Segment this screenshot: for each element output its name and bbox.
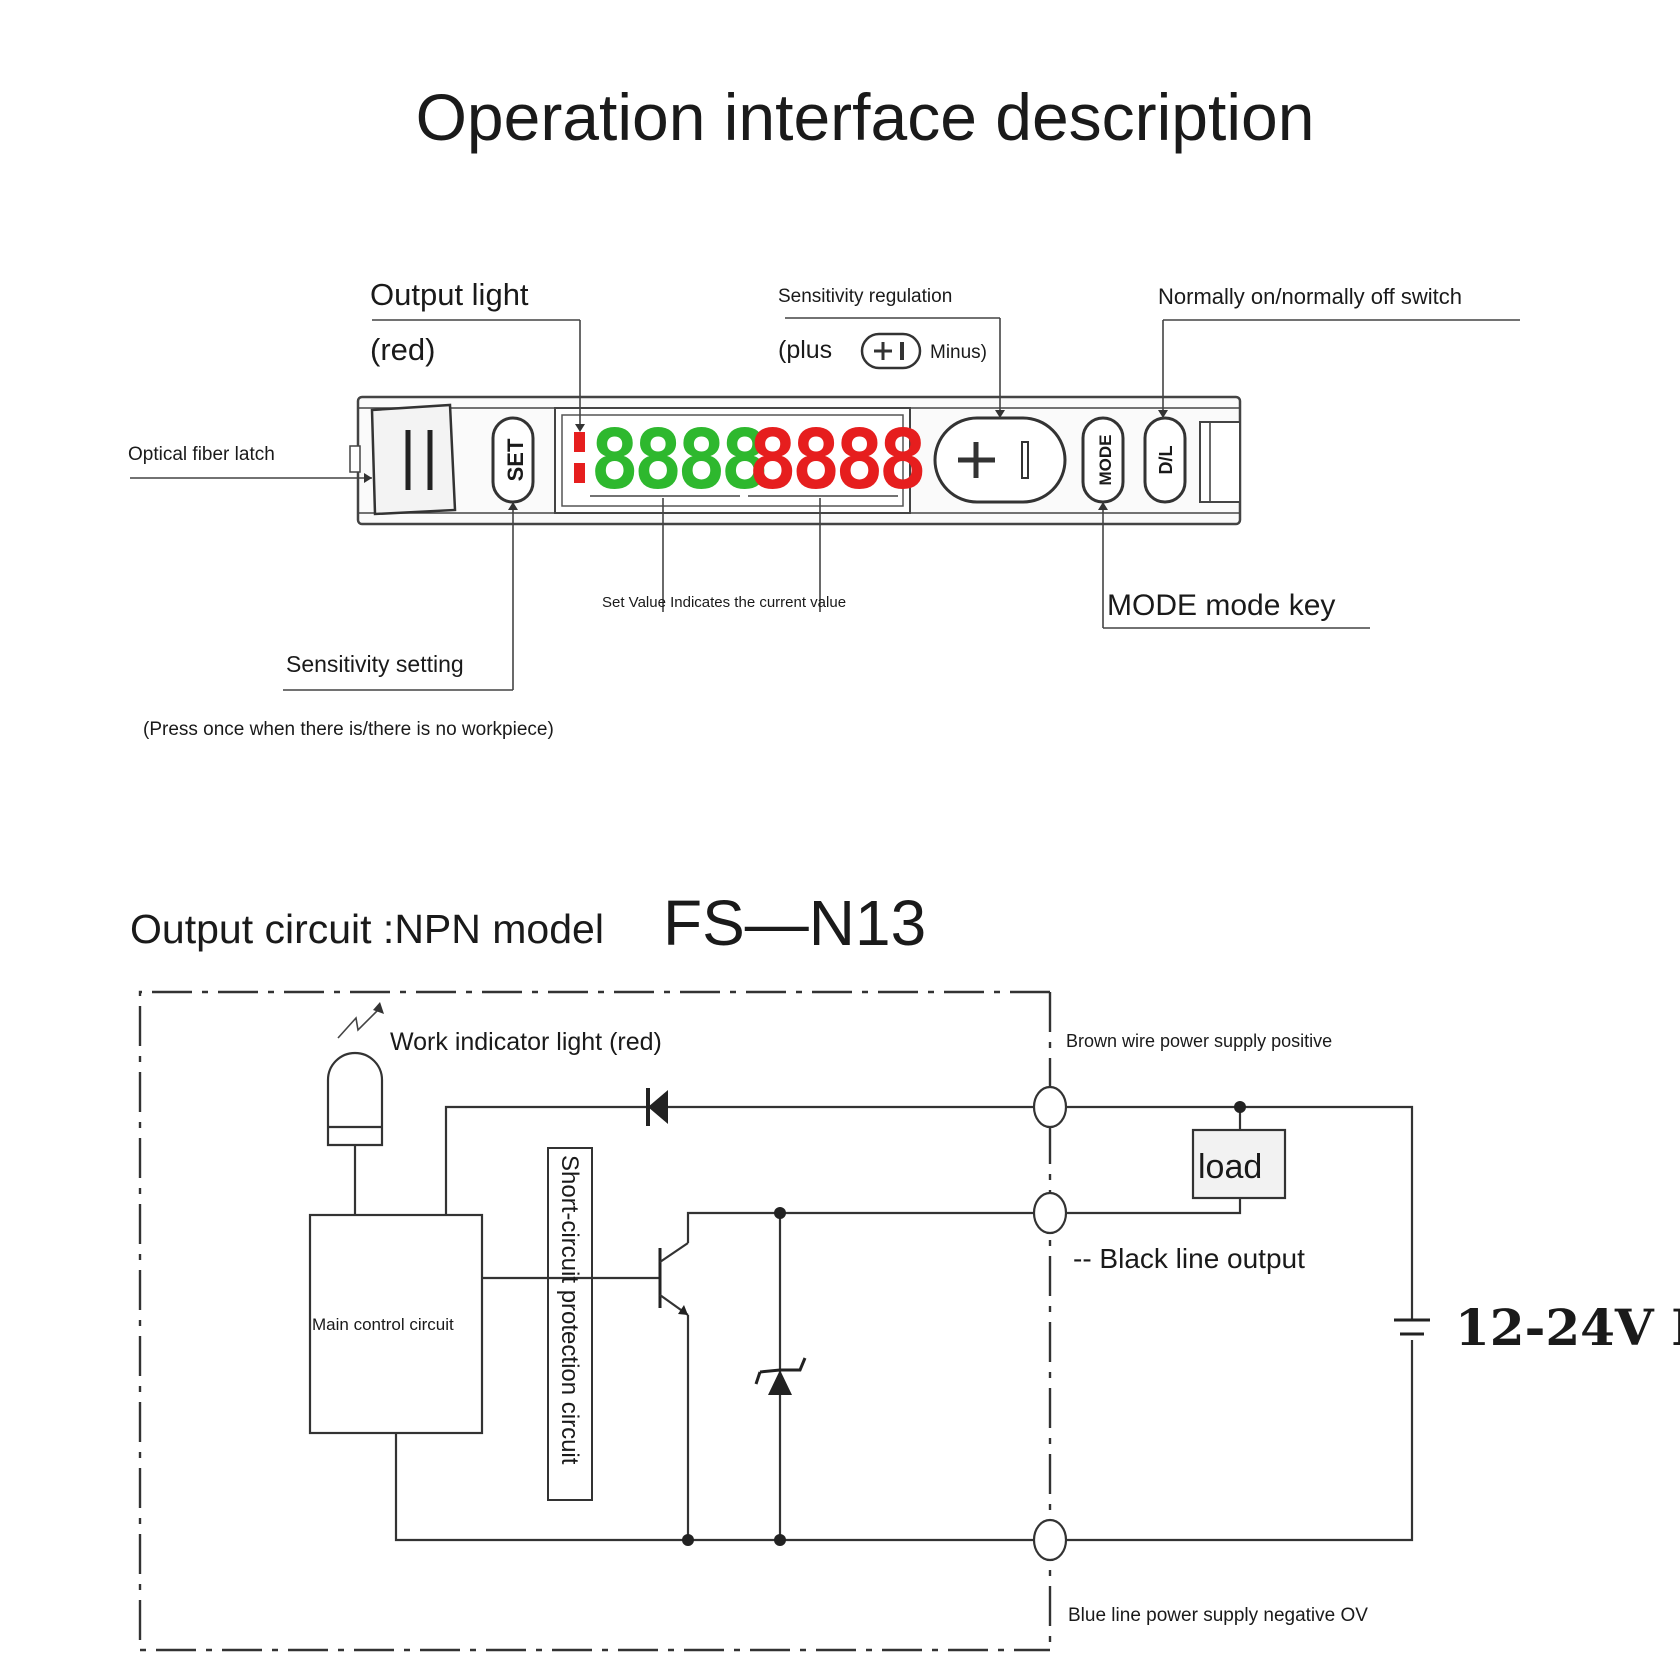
mode-button[interactable]: MODE xyxy=(1081,416,1125,504)
transistor-icon xyxy=(658,1242,689,1316)
main-control-block xyxy=(308,1213,484,1435)
plus-icon[interactable] xyxy=(958,442,995,478)
circuit-heading: Output circuit :NPN model xyxy=(130,906,604,952)
sensor-amplifier-device: SET 8888 8888 MODE xyxy=(349,395,1242,526)
page-title: Operation interface description xyxy=(416,80,1315,154)
plus-minus-legend-icon xyxy=(860,332,922,370)
output-light-indicator-2 xyxy=(574,463,585,483)
black-line-label: -- Black line output xyxy=(1073,1243,1305,1274)
black-terminal xyxy=(1032,1191,1068,1235)
digital-display: 8888 8888 xyxy=(554,407,929,514)
indicator-lamp-icon xyxy=(326,1002,384,1215)
mode-key-label: MODE mode key xyxy=(1107,589,1335,622)
plus-label: (plus xyxy=(778,336,832,364)
diode-icon xyxy=(646,1088,668,1126)
green-set-value-digits: 8888 xyxy=(590,413,765,508)
dc-supply-icon xyxy=(1394,1318,1430,1336)
set-button-label: SET xyxy=(503,438,528,481)
dl-button-label: D/L xyxy=(1156,446,1176,475)
blue-terminal xyxy=(1032,1518,1068,1562)
voltage-label: 12-24V DC xyxy=(1455,1298,1680,1357)
red-current-value-digits: 8888 xyxy=(748,413,923,508)
brown-terminal xyxy=(1032,1085,1068,1129)
set-current-value-label: Set Value Indicates the current value xyxy=(602,594,846,611)
sensitivity-setting-label: Sensitivity setting xyxy=(286,651,464,677)
fiber-latch-label: Optical fiber latch xyxy=(128,444,275,465)
zener-diode-icon xyxy=(754,1357,807,1395)
sensitivity-regulation-label: Sensitivity regulation xyxy=(778,286,952,307)
dl-switch-button[interactable]: D/L xyxy=(1143,416,1187,504)
short-circuit-label: Short-circuit protection circuit xyxy=(556,1155,583,1465)
no-nc-switch-label: Normally on/normally off switch xyxy=(1158,284,1462,309)
plus-minus-rocker[interactable] xyxy=(933,416,1067,504)
set-button[interactable]: SET xyxy=(491,416,535,504)
fiber-latch[interactable] xyxy=(349,403,457,516)
minus-label: Minus) xyxy=(930,342,987,363)
callout-lines xyxy=(130,317,1520,691)
load-block xyxy=(1191,1128,1287,1200)
main-control-label: Main control circuit xyxy=(312,1315,454,1334)
brown-wire-label: Brown wire power supply positive xyxy=(1066,1031,1332,1051)
npn-output-circuit xyxy=(138,990,1430,1652)
sensitivity-setting-note: (Press once when there is/there is no wo… xyxy=(143,719,554,740)
output-light-indicator xyxy=(574,432,585,452)
minus-icon[interactable] xyxy=(1021,441,1029,479)
mode-button-label: MODE xyxy=(1096,435,1115,486)
work-indicator-label: Work indicator light (red) xyxy=(390,1028,662,1056)
blue-line-label: Blue line power supply negative OV xyxy=(1068,1605,1368,1626)
output-light-color-label: (red) xyxy=(370,332,435,367)
circuit-model: FS—N13 xyxy=(663,887,926,959)
output-light-label: Output light xyxy=(370,277,529,312)
short-circuit-block xyxy=(547,1147,593,1501)
load-label: load xyxy=(1198,1148,1262,1186)
